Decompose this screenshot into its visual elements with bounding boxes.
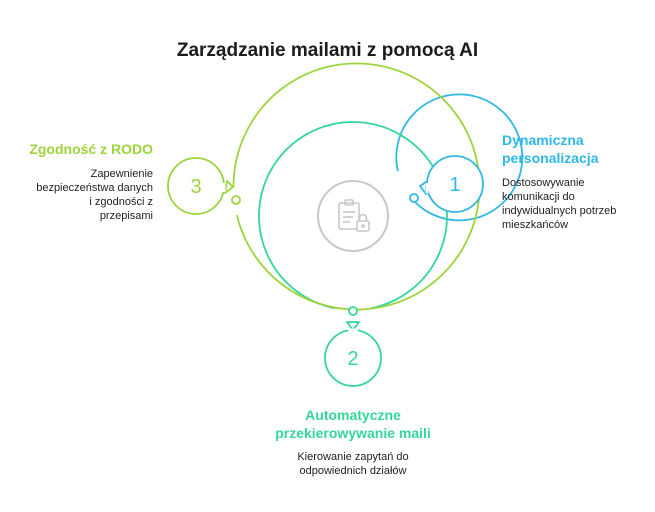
step-3-title: Zgodność z RODO [29,141,153,157]
step-2-title: Automatyczne przekierowywanie maili [275,407,431,441]
page-title: Zarządzanie mailami z pomocą AI [176,40,479,61]
ring-blue [395,93,524,222]
step-2-number: 2 [347,348,358,370]
step-1-description: Dostosowywanie komunikacji do indywidual… [502,177,617,231]
step-3-node: 3 [167,157,241,215]
document-lock-icon [338,199,370,232]
step-1-title: Dynamiczna personalizacja [502,132,599,166]
step-2-node: 2 [324,306,382,387]
step-2-description: Kierowanie zapytań do odpowiednich dział… [297,451,409,477]
ring-teal [258,121,448,310]
step-3-description: Zapewnienie bezpieczeństwa danych i zgod… [36,168,153,222]
step-1-number: 1 [449,174,460,196]
step-1-node: 1 [409,155,484,213]
step-3-number: 3 [190,176,201,198]
center-circle [317,180,389,252]
